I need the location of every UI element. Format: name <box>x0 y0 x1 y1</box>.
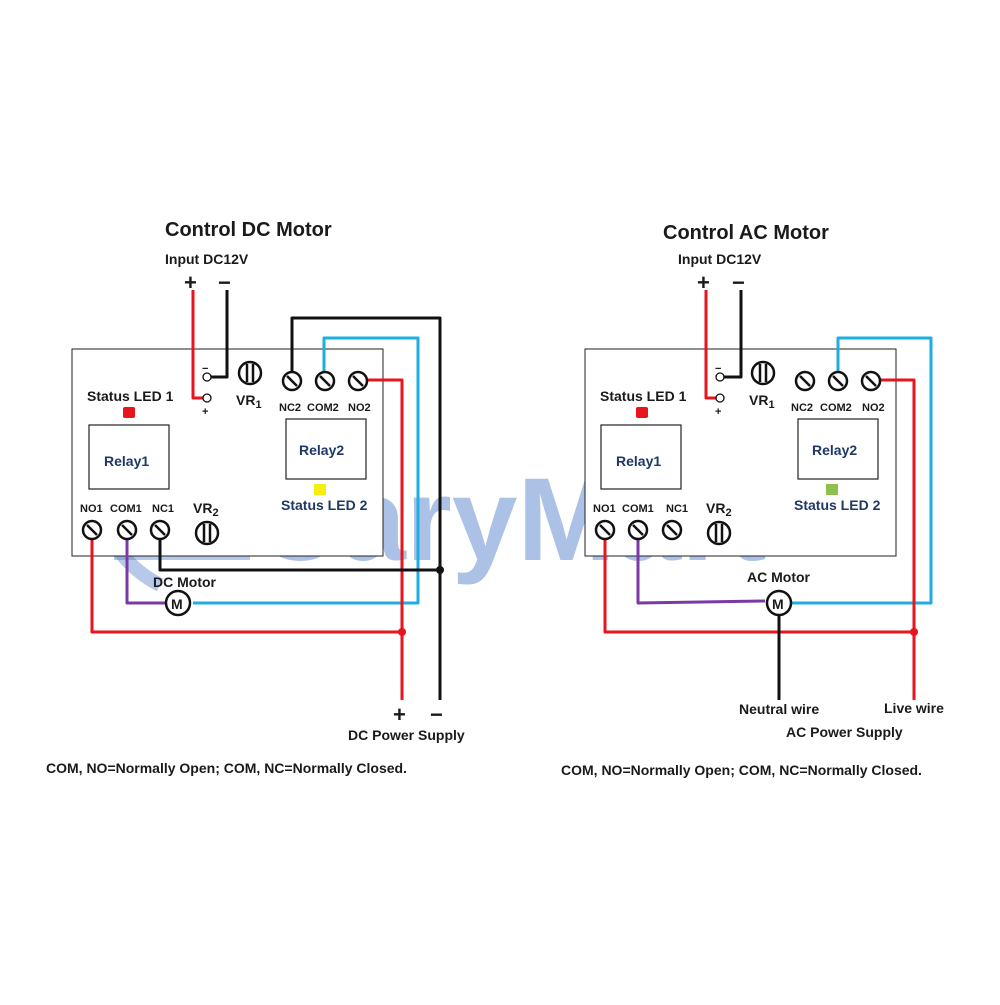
ac-terminal-no1 <box>594 519 616 541</box>
ac-status-led-1 <box>636 407 648 418</box>
dc-relay2 <box>285 418 367 480</box>
ac-vr2-potentiometer <box>706 520 732 546</box>
dc-motor-label: DC Motor <box>153 574 217 590</box>
ac-input-minus-wire <box>723 290 743 379</box>
dc-pin-minus <box>202 372 212 382</box>
dc-com1-label: COM1 <box>110 503 142 515</box>
ac-input-minus: − <box>732 270 745 295</box>
ac-junction-red <box>910 628 918 636</box>
ac-pin-minus <box>715 372 725 382</box>
ac-supply-label: AC Power Supply <box>786 724 903 740</box>
dc-note: COM, NO=Normally Open; COM, NC=Normally … <box>46 760 407 776</box>
ac-pin-minus-label: − <box>715 363 721 375</box>
ac-blue-motor-wire <box>791 336 933 605</box>
dc-no2-label: NO2 <box>348 402 371 414</box>
ac-status-led-1-label: Status LED 1 <box>600 388 687 404</box>
ac-motor-label: AC Motor <box>747 569 811 585</box>
dc-red-no1-wire <box>90 532 402 634</box>
dc-junction-black <box>436 566 444 574</box>
dc-junction-red <box>398 628 406 636</box>
ac-status-led-2 <box>826 484 838 495</box>
ac-terminal-com1 <box>627 519 649 541</box>
ac-vr2-label: VR2 <box>706 500 732 519</box>
dc-motor-diagram: Control DC Motor Input DC12V + − − + VR1 <box>46 219 465 776</box>
ac-pin-plus-label: + <box>715 406 721 418</box>
dc-com2-label: COM2 <box>307 402 339 414</box>
dc-terminal-nc2 <box>281 370 303 392</box>
dc-blue-motor-wire <box>193 336 420 605</box>
dc-status-led-1 <box>123 407 135 418</box>
dc-pin-plus <box>202 393 212 403</box>
dc-terminal-com1 <box>116 519 138 541</box>
dc-pin-minus-label: − <box>202 363 208 375</box>
ac-no2-label: NO2 <box>862 402 885 414</box>
dc-relay1 <box>88 424 170 490</box>
dc-vr2-potentiometer <box>194 520 220 546</box>
ac-terminal-no2 <box>860 370 882 392</box>
ac-pin-plus <box>715 393 725 403</box>
dc-relay1-label: Relay1 <box>104 453 149 469</box>
ac-terminal-nc1 <box>661 519 683 541</box>
ac-com1-label: COM1 <box>622 503 654 515</box>
dc-input-minus: − <box>218 270 231 295</box>
dc-vr1-label: VR1 <box>236 392 262 411</box>
dc-supply-label: DC Power Supply <box>348 727 465 743</box>
dc-status-led-2 <box>314 484 326 495</box>
ac-nc2-label: NC2 <box>791 402 813 414</box>
dc-no1-label: NO1 <box>80 503 103 515</box>
dc-black-nc1-wire <box>158 532 440 572</box>
dc-nc2-label: NC2 <box>279 402 301 414</box>
ac-terminal-nc2 <box>794 370 816 392</box>
dc-purple-com1-wire <box>125 532 165 605</box>
dc-input-plus-wire <box>191 290 205 400</box>
dc-terminal-no2 <box>347 370 369 392</box>
ac-red-live-wire <box>871 378 916 700</box>
ac-vr1-potentiometer <box>750 360 776 386</box>
dc-title: Control DC Motor <box>165 219 332 241</box>
ac-motor <box>765 589 793 617</box>
dc-terminal-com2 <box>314 370 336 392</box>
ac-no1-label: NO1 <box>593 503 616 515</box>
ac-status-led-2-label: Status LED 2 <box>794 497 881 513</box>
ac-relay2-label: Relay2 <box>812 442 857 458</box>
ac-input-plus-wire <box>704 290 718 400</box>
ac-live-label: Live wire <box>884 700 944 716</box>
dc-supply-plus: + <box>393 702 406 727</box>
ac-relay1 <box>600 424 682 490</box>
ac-motor-symbol: M <box>772 596 784 612</box>
ac-relay2 <box>797 418 879 480</box>
dc-motor <box>164 589 192 617</box>
dc-relay2-label: Relay2 <box>299 442 344 458</box>
dc-red-supply-wire <box>358 378 404 700</box>
dc-vr1-potentiometer <box>237 360 263 386</box>
dc-black-supply-wire <box>290 316 442 700</box>
dc-input-label: Input DC12V <box>165 251 249 267</box>
dc-vr2-label: VR2 <box>193 500 219 519</box>
ac-nc1-label: NC1 <box>666 503 688 515</box>
dc-input-plus: + <box>184 270 197 295</box>
ac-vr1-label: VR1 <box>749 392 775 411</box>
dc-nc1-label: NC1 <box>152 503 174 515</box>
ac-terminal-com2 <box>827 370 849 392</box>
dc-input-minus-wire <box>210 290 229 379</box>
dc-status-led-1-label: Status LED 1 <box>87 388 174 404</box>
ac-input-plus: + <box>697 270 710 295</box>
ac-title: Control AC Motor <box>663 222 829 244</box>
ac-motor-diagram: Control AC Motor Input DC12V + − − + VR1 <box>561 222 944 778</box>
dc-terminal-no1 <box>81 519 103 541</box>
ac-red-no1-wire <box>603 532 914 634</box>
ac-com2-label: COM2 <box>820 402 852 414</box>
dc-terminal-nc1 <box>149 519 171 541</box>
dc-pin-plus-label: + <box>202 406 208 418</box>
ac-relay1-label: Relay1 <box>616 453 661 469</box>
ac-purple-com1-wire <box>636 532 766 605</box>
ac-neutral-label: Neutral wire <box>739 701 819 717</box>
dc-supply-minus: − <box>430 702 443 727</box>
dc-motor-symbol: M <box>171 596 183 612</box>
ac-note: COM, NO=Normally Open; COM, NC=Normally … <box>561 762 922 778</box>
ac-input-label: Input DC12V <box>678 251 762 267</box>
dc-status-led-2-label: Status LED 2 <box>281 497 368 513</box>
